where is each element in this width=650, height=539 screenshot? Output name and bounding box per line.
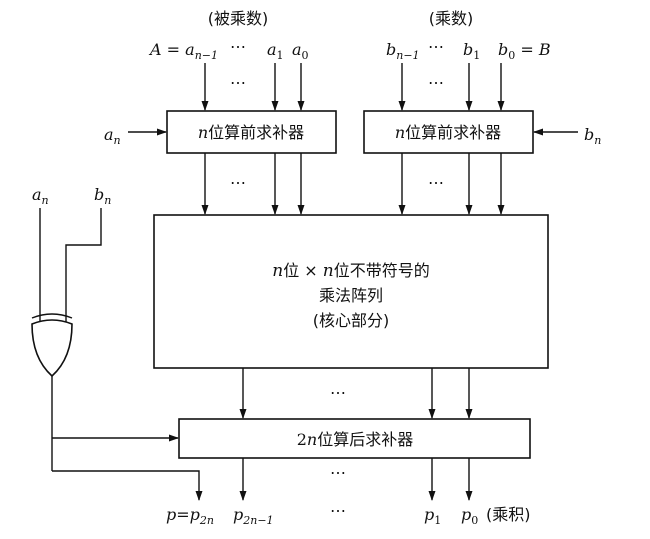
sign-input-an-side: an [104,125,167,147]
svg-text:n位算前求补器: n位算前求补器 [395,123,501,142]
precomp-to-array-arrows [201,153,505,215]
product-label: (乘积) [486,505,531,524]
svg-text:bn−1: bn−1 [386,40,420,62]
dots-row-3-left: ⋯ [230,173,246,192]
svg-text:A = an−1: A = an−1 [148,40,218,62]
svg-text:a0: a0 [292,40,309,62]
dots-row-4: ⋯ [330,383,346,402]
dots-row-5: ⋯ [330,463,346,482]
multiplicand-inputs: A = an−1 ⋯ a1 a0 [148,37,309,62]
array-to-postcomp-arrows [239,368,473,419]
multiplier-label: (乘数) [429,9,474,28]
core-multiplier-array: n位 × n位不带符号的 乘法阵列 (核心部分) [153,214,549,369]
dots-row-2-right: ⋯ [428,73,444,92]
svg-text:an: an [32,185,49,207]
multiplier-inputs: bn−1 ⋯ b1 b0 = B [386,37,551,62]
top-input-arrows [201,63,505,111]
svg-text:n位算前求补器: n位算前求补器 [198,123,304,142]
product-outputs: p=p2n p2n−1 ⋯ p1 p0 (乘积) [166,501,531,527]
dots-bottom: ⋯ [330,501,346,520]
precomplement-right-box: n位算前求补器 [363,110,534,154]
svg-text:乘法阵列: 乘法阵列 [319,286,383,305]
sign-inputs-xor: an bn [32,185,111,326]
precomplement-left-box: n位算前求补器 [166,110,337,154]
svg-text:(核心部分): (核心部分) [313,311,390,330]
svg-text:bn: bn [94,185,111,207]
svg-text:n位 × n位不带符号的: n位 × n位不带符号的 [272,261,430,281]
dots-row-2-left: ⋯ [230,73,246,92]
svg-text:an: an [104,125,121,147]
multiplicand-label: (被乘数) [208,9,269,28]
output-arrows [239,458,473,501]
sign-output-wires [51,376,203,501]
svg-text:b1: b1 [463,40,480,62]
svg-text:a1: a1 [267,40,284,62]
svg-text:2n位算后求补器: 2n位算后求补器 [297,430,414,449]
svg-text:p0: p0 [461,505,478,527]
dots-top-left: ⋯ [230,37,246,56]
svg-text:b0 = B: b0 = B [498,40,551,62]
xor-gate [31,313,73,378]
dots-top-right: ⋯ [428,37,444,56]
svg-text:p=p2n: p=p2n [166,505,214,527]
svg-text:p1: p1 [424,505,441,527]
svg-text:bn: bn [584,125,601,147]
sign-input-bn-side: bn [533,125,601,147]
postcomplement-box: 2n位算后求补器 [178,418,531,459]
svg-text:p2n−1: p2n−1 [233,505,274,527]
dots-row-3-right: ⋯ [428,173,444,192]
